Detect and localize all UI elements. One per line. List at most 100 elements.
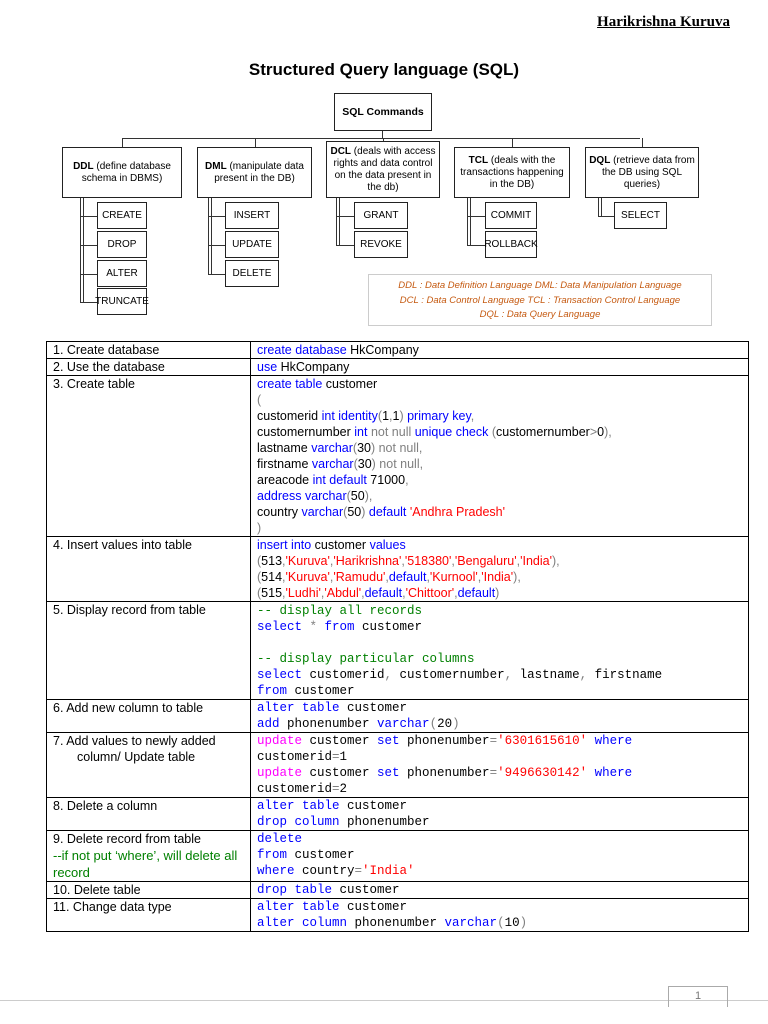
code-token: areacode [257, 473, 313, 487]
connector-line [208, 216, 225, 218]
connector-line [336, 245, 354, 247]
group-description: (define database schema in DBMS) [81, 160, 171, 184]
code-line: use HkCompany [257, 359, 742, 375]
code-token: , [361, 586, 365, 600]
code-token: ) [361, 505, 369, 519]
code-token: 'Andhra Pradesh' [406, 505, 505, 519]
page-title: Structured Query language (SQL) [248, 60, 520, 79]
code-line: add phonenumber varchar(20) [257, 716, 742, 732]
code-token: default [368, 505, 407, 519]
task-cell: 9. Delete record from table--if not put … [46, 830, 251, 882]
code-token: ( [377, 409, 383, 423]
connector-line [208, 274, 225, 276]
code-token: customerid [257, 750, 333, 764]
code-token: HkCompany [277, 360, 350, 374]
code-token: phonenumber [399, 734, 490, 748]
command-box-revoke: REVOKE [354, 231, 408, 258]
code-token: 71000 [366, 473, 406, 487]
abbreviation-legend: DDL : Data Definition Language DML: Data… [368, 274, 712, 326]
task-cell: 1. Create database [46, 341, 251, 359]
code-token: drop column [257, 815, 340, 829]
page-number: 1 [668, 986, 728, 1007]
code-line: update customer set phonenumber='6301615… [257, 733, 742, 749]
group-text: DCL (deals with access rights and data c… [330, 146, 436, 194]
code-token: ( [343, 505, 348, 519]
code-line: ( [257, 392, 742, 408]
connector-line [123, 138, 640, 140]
code-line: customerid int identity(1,1) primary key… [257, 408, 742, 424]
connector-line [208, 245, 225, 247]
task-label: 3. Create table [53, 377, 135, 391]
code-token: HkCompany [346, 343, 419, 357]
task-note: --if not put ‘where’, will delete all re… [53, 848, 238, 880]
code-token: 'India' [520, 554, 552, 568]
group-box-dcl: DCL (deals with access rights and data c… [326, 141, 440, 198]
task-cell: 4. Insert values into table [46, 536, 251, 602]
code-token: country [257, 505, 302, 519]
code-token: customerid [257, 409, 322, 423]
code-line: firstname varchar(30) not null, [257, 456, 742, 472]
task-label: 4. Insert values into table [53, 538, 192, 552]
code-token: , [389, 409, 393, 423]
code-line: alter column phonenumber varchar(10) [257, 915, 742, 931]
code-line: create table customer [257, 376, 742, 392]
group-text: DDL (define database schema in DBMS) [66, 161, 178, 185]
code-token: customernumber [392, 668, 505, 682]
code-line: country varchar(50) default 'Andhra Prad… [257, 504, 742, 520]
code-line: select * from customer [257, 619, 742, 635]
code-token: add [257, 717, 280, 731]
code-token: , [405, 473, 409, 487]
code-token: customer [302, 734, 378, 748]
connector-line [601, 198, 603, 216]
code-token: 1 [339, 750, 348, 764]
code-token: ) [519, 916, 528, 930]
code-line: lastname varchar(30) not null, [257, 440, 742, 456]
code-token: = [332, 782, 340, 796]
code-token: varchar [311, 441, 353, 455]
code-token: customer [287, 684, 355, 698]
task-label: 11. Change data type [53, 900, 172, 914]
code-line: alter table customer [257, 700, 742, 716]
command-box-create: CREATE [97, 202, 147, 229]
connector-line [598, 198, 600, 216]
group-abbr: DML [205, 160, 227, 172]
connector-line [80, 245, 97, 247]
command-box-commit: COMMIT [485, 202, 537, 229]
connector-line [80, 198, 82, 302]
code-token: ), [513, 570, 521, 584]
code-token: varchar [444, 916, 498, 930]
command-box-drop: DROP [97, 231, 147, 258]
code-token: -- display all records [257, 604, 423, 618]
sql-code-cell: use HkCompany [250, 358, 749, 376]
code-token: ) [495, 586, 500, 600]
code-token: , [282, 570, 286, 584]
code-token: 'India' [362, 864, 415, 878]
group-text: TCL (deals with the transactions happeni… [458, 155, 566, 191]
group-description: (deals with access rights and data contr… [333, 145, 436, 193]
code-token: 20 [437, 717, 453, 731]
code-token: 'Ludhi' [285, 586, 321, 600]
connector-line [336, 216, 354, 218]
code-token: 1 [392, 409, 400, 423]
group-box-ddl: DDL (define database schema in DBMS) [62, 147, 182, 198]
code-token: create database [257, 343, 347, 357]
code-token: from [257, 848, 288, 862]
sql-code-cell: drop table customer [250, 881, 749, 899]
connector-line [512, 138, 514, 147]
code-line [257, 635, 742, 651]
group-abbr: DDL [73, 160, 94, 172]
code-token: , [426, 570, 430, 584]
task-label: 2. Use the database [53, 360, 165, 374]
task-label: 8. Delete a column [53, 799, 158, 813]
code-token: phonenumber [399, 766, 490, 780]
connector-line [208, 198, 210, 274]
group-box-dql: DQL (retrieve data from the DB using SQL… [585, 147, 699, 198]
code-token: 50 [350, 489, 365, 503]
code-token: customerid [302, 668, 385, 682]
code-token: , [320, 586, 325, 600]
sql-code-cell: create database HkCompany [250, 341, 749, 359]
group-abbr: DCL [330, 145, 352, 157]
